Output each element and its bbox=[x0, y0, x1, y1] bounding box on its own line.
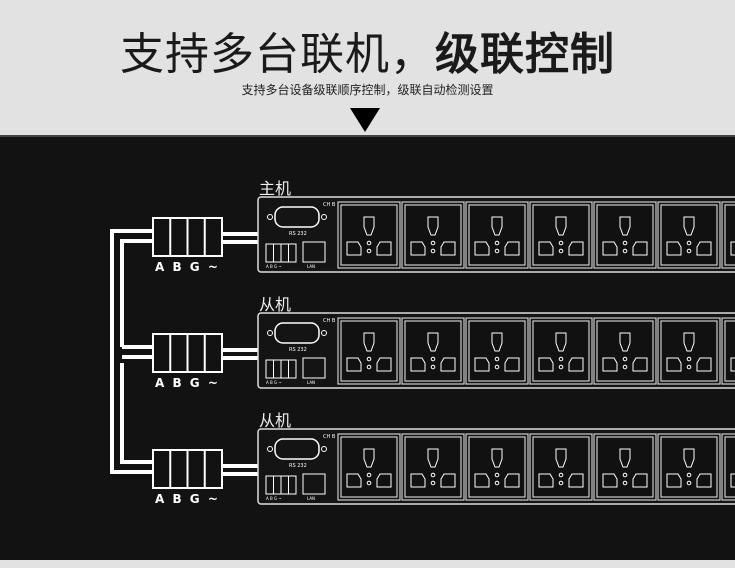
rs232-port bbox=[274, 206, 320, 228]
rs232-label: RS 232 bbox=[289, 463, 307, 469]
outlet bbox=[593, 201, 657, 269]
ch-label: CH B bbox=[323, 202, 336, 208]
title-bold: 级联控制 bbox=[435, 29, 615, 80]
unit-label: 从机 bbox=[259, 295, 291, 314]
outlet bbox=[721, 433, 735, 501]
mini-terminal-labels: A B G ~ bbox=[266, 380, 282, 385]
outlet bbox=[465, 317, 529, 385]
outlet bbox=[721, 317, 735, 385]
lan-port bbox=[302, 473, 326, 495]
page-title: 支持多台联机，级联控制 bbox=[0, 18, 735, 82]
outlet bbox=[657, 433, 721, 501]
rs232-label: RS 232 bbox=[289, 231, 307, 237]
terminal-labels: A B G ~ bbox=[155, 492, 220, 506]
outlet bbox=[529, 433, 593, 501]
outlet bbox=[337, 433, 401, 501]
cable-inner bbox=[120, 239, 153, 464]
diagram-svg: 主机 A B G ~ RS 232 CH B A B G ~ LAN 从机 A B G ~ RS… bbox=[110, 179, 735, 506]
outlet bbox=[401, 317, 465, 385]
terminal-labels: A B G ~ bbox=[155, 376, 220, 390]
terminal-labels: A B G ~ bbox=[155, 260, 220, 274]
title-light: 支持多台联机， bbox=[120, 29, 435, 80]
outlet bbox=[401, 433, 465, 501]
rs232-port bbox=[274, 438, 320, 460]
cable-outer bbox=[110, 229, 153, 474]
outlet bbox=[529, 317, 593, 385]
outlet bbox=[401, 201, 465, 269]
cascade-diagram: 主机 A B G ~ RS 232 CH B A B G ~ LAN 从机 A B G ~ RS… bbox=[0, 135, 735, 560]
outlet bbox=[337, 317, 401, 385]
subtitle: 支持多台设备级联顺序控制，级联自动检测设置 bbox=[241, 83, 494, 97]
rs232-label: RS 232 bbox=[289, 347, 307, 353]
outlet bbox=[657, 317, 721, 385]
lan-label: LAN bbox=[307, 496, 315, 501]
mini-terminal-labels: A B G ~ bbox=[266, 496, 282, 501]
header: 支持多台联机，级联控制 支持多台设备级联顺序控制，级联自动检测设置 bbox=[0, 0, 735, 135]
outlet bbox=[657, 201, 721, 269]
outlet bbox=[465, 201, 529, 269]
outlet bbox=[721, 201, 735, 269]
ch-label: CH B bbox=[323, 434, 336, 440]
lan-port bbox=[302, 241, 326, 263]
outlet bbox=[337, 201, 401, 269]
lan-port bbox=[302, 357, 326, 379]
unit-master: 主机 A B G ~ RS 232 CH B A B G ~ LAN bbox=[152, 179, 735, 274]
rs232-port bbox=[274, 322, 320, 344]
unit-label: 主机 bbox=[259, 179, 291, 198]
unit-slave: 从机 A B G ~ RS 232 CH B A B G ~ LAN bbox=[152, 411, 735, 506]
ch-label: CH B bbox=[323, 318, 336, 324]
outlet bbox=[465, 433, 529, 501]
outlet bbox=[593, 433, 657, 501]
lan-label: LAN bbox=[307, 264, 315, 269]
mini-terminal-labels: A B G ~ bbox=[266, 264, 282, 269]
unit-label: 从机 bbox=[259, 411, 291, 430]
outlet bbox=[529, 201, 593, 269]
lan-label: LAN bbox=[307, 380, 315, 385]
down-arrow-icon bbox=[350, 108, 380, 132]
outlet bbox=[593, 317, 657, 385]
unit-slave: 从机 A B G ~ RS 232 CH B A B G ~ LAN bbox=[152, 295, 735, 390]
